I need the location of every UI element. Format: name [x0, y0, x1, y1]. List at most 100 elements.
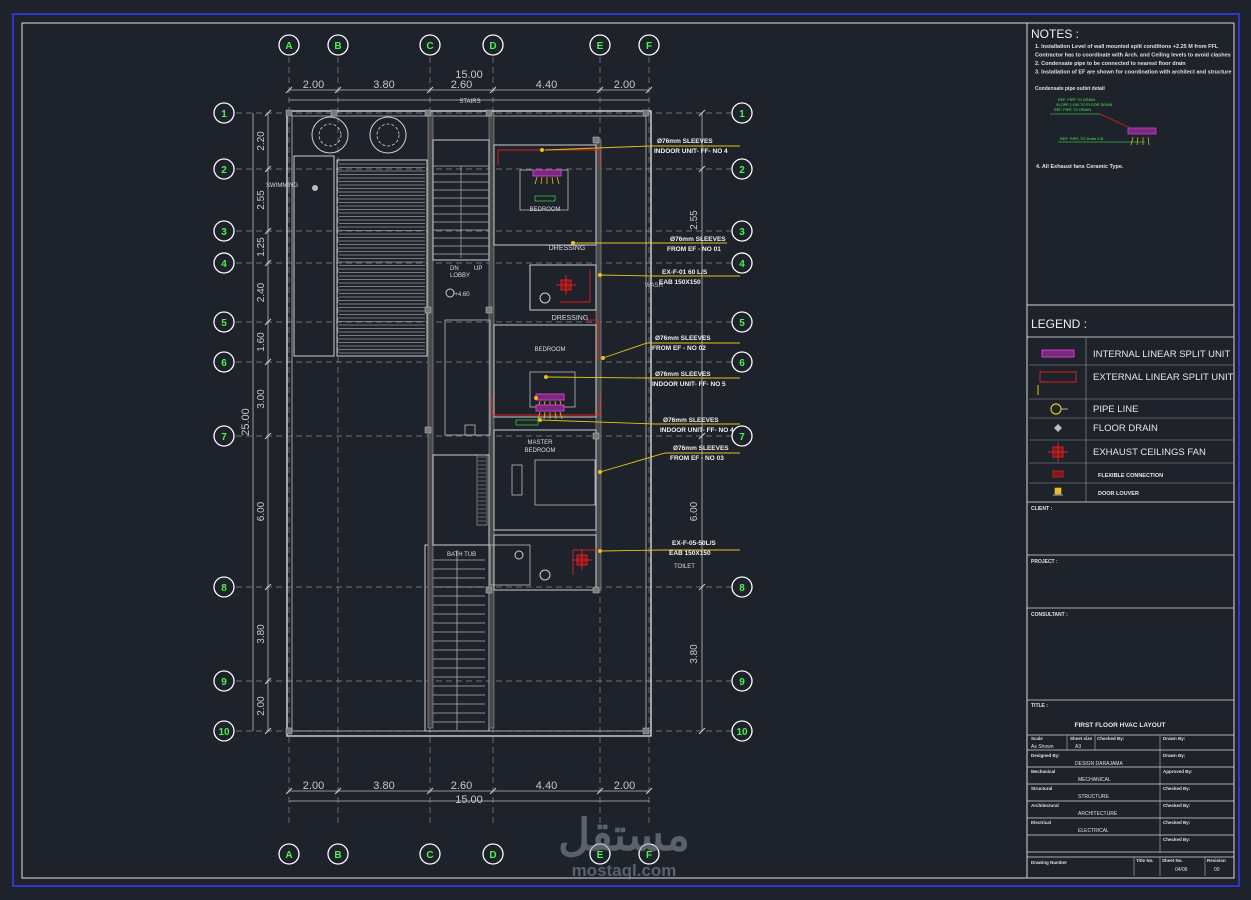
bedroom-1 — [493, 144, 597, 246]
detail-pipe — [1099, 113, 1131, 129]
discipline-check: Checked By: — [1163, 786, 1191, 791]
dimension-tick — [285, 787, 293, 795]
dimension-tick — [334, 787, 342, 795]
grid-number-right: 3 — [739, 227, 745, 238]
airflow-arrow — [554, 411, 557, 420]
leader-line — [602, 342, 740, 359]
grid-number-left: 3 — [221, 227, 227, 238]
airflow-arrow — [537, 411, 541, 420]
right-dimension-chain: 2.556.003.80 — [689, 109, 706, 735]
internal-split-symbol — [1041, 349, 1075, 358]
callout-line-1: Ø76mm SLEEVES — [673, 445, 729, 452]
swimming-pool — [293, 155, 335, 357]
grid-bubble-left — [213, 425, 235, 447]
grid-bubble-top — [482, 34, 504, 56]
dimension-tick — [426, 787, 434, 795]
dn-label: DN — [450, 266, 459, 272]
grid-bubble-left — [213, 220, 235, 242]
grid-bubble-left — [213, 252, 235, 274]
wall — [595, 139, 602, 591]
watermark-arabic: مستقل — [558, 811, 690, 860]
dimension-tick — [426, 86, 434, 94]
leader-line — [599, 274, 740, 277]
airflow-arrow — [556, 176, 560, 185]
detail-label: REF. PIPE TO DRAIN — [1054, 108, 1091, 112]
column — [642, 109, 650, 117]
wall — [427, 111, 434, 729]
column — [642, 727, 650, 735]
approved-label: Approved By: — [1163, 769, 1193, 774]
grid-letter-top: A — [285, 41, 292, 52]
leader-line — [539, 419, 740, 425]
grid-number-left: 10 — [218, 727, 230, 738]
callout-line-2: EAB 150X150 — [669, 550, 711, 557]
dimension-value: 4.40 — [536, 780, 557, 792]
project-label: PROJECT : — [1031, 559, 1058, 565]
dressing-1-label: DRESSING — [549, 245, 586, 252]
notes-title: NOTES : — [1031, 27, 1079, 41]
discipline-value: STRUCTURE — [1078, 794, 1109, 800]
column — [592, 136, 600, 144]
column — [592, 432, 600, 440]
discipline-value: ELECTRICAL — [1078, 828, 1109, 834]
grid-bubble-bottom — [278, 843, 300, 865]
sheet-no-label: Sheet No. — [1162, 858, 1183, 863]
discipline-label: Structural — [1031, 786, 1052, 791]
grid-number-right: 10 — [736, 727, 748, 738]
level-label: +4.60 — [454, 292, 470, 298]
bedroom-2-label: BEDROOM — [534, 347, 565, 353]
discipline-value: MECHANICAL — [1078, 777, 1111, 783]
outer-frame-blue — [12, 13, 1240, 887]
unit-tag — [534, 195, 556, 202]
pipe-line-symbol — [1050, 403, 1062, 415]
designer-value: DESIGN DARAJAMA — [1075, 761, 1123, 767]
checked-label: Checked By: — [1097, 736, 1125, 741]
callout-line-1: EX-F-01 60 L/S — [662, 269, 708, 276]
column — [485, 586, 493, 594]
dimension-value: 6.00 — [689, 501, 700, 521]
legend-label: INTERNAL LINEAR SPLIT UNIT — [1093, 349, 1230, 360]
dimension-tick — [264, 432, 272, 440]
grid-bubble-left — [213, 720, 235, 742]
callout-line-2: FROM EF - NO 03 — [670, 455, 724, 462]
grid-axis-b: BB — [327, 34, 349, 865]
callout-7: Ø76mm SLEEVES FROM EF - NO 03 — [599, 445, 740, 473]
legend-item-4: FLOOR DRAIN — [1054, 423, 1158, 434]
grid-bubble-bottom — [589, 843, 611, 865]
legend-item-1: INTERNAL LINEAR SPLIT UNIT — [1041, 349, 1230, 360]
note-item: Contractor has to coordinate with Arch. … — [1035, 53, 1231, 59]
grid-bubble-right — [731, 670, 753, 692]
discipline-check: Checked By: — [1163, 837, 1191, 842]
detail-label: SLOPE 1:100 TO FLOOR DRAIN — [1056, 103, 1113, 107]
wc-fixture — [539, 569, 551, 581]
dimension-tick — [698, 583, 706, 591]
grid-bubble-top — [327, 34, 349, 56]
callout-line-1: Ø76mm SLEEVES — [663, 417, 719, 424]
scale-label: Scale — [1031, 736, 1043, 741]
indoor-unit-3 — [535, 404, 565, 420]
grid-bubble-bottom — [327, 843, 349, 865]
revision-label: Revision — [1207, 858, 1226, 863]
legend-title: LEGEND : — [1031, 317, 1087, 331]
scale-value: As Shown — [1031, 744, 1054, 750]
legend-item-7: DOOR LOUVER — [1053, 487, 1139, 497]
grid-number-left: 6 — [221, 358, 227, 369]
dimension-tick — [264, 318, 272, 326]
dimension-tick — [264, 677, 272, 685]
leader-line — [544, 145, 740, 151]
dimension-value: 1.60 — [256, 332, 267, 352]
dimension-total: 25.00 — [240, 408, 252, 436]
legend-label: FLEXIBLE CONNECTION — [1098, 473, 1163, 479]
dimension-tick — [264, 727, 272, 735]
grid-bubble-right — [731, 252, 753, 274]
grid-number-left: 7 — [221, 432, 227, 443]
